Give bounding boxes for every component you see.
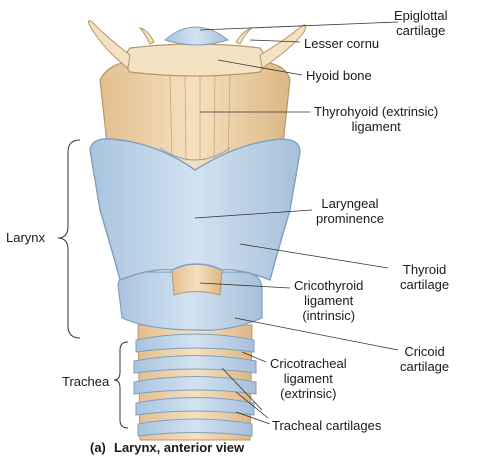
label-line: ligament: [314, 119, 438, 134]
region-trachea: Trachea: [62, 374, 109, 389]
label-line: Lesser cornu: [304, 36, 379, 51]
label-line: prominence: [316, 211, 384, 226]
label-cricotracheal-ligament: Cricotracheal ligament (extrinsic): [270, 356, 347, 401]
caption-panel: (a): [90, 440, 106, 455]
hyoid-greater-horn-right: [260, 25, 306, 68]
label-line: Cricotracheal: [270, 356, 347, 371]
label-line: Thyrohyoid (extrinsic): [314, 104, 438, 119]
hyoid-body: [125, 44, 265, 76]
label-cricoid-cartilage: Cricoid cartilage: [400, 344, 449, 374]
caption-text: Larynx, anterior view: [114, 440, 244, 455]
hyoid-greater-horn-left: [88, 21, 130, 68]
label-line: ligament: [270, 371, 347, 386]
label-line: Thyroid: [400, 262, 449, 277]
lesser-cornu-left: [140, 28, 154, 44]
label-line: Epiglottal: [394, 8, 447, 23]
label-line: Tracheal cartilages: [272, 418, 381, 433]
region-larynx: Larynx: [6, 230, 45, 245]
label-thyroid-cartilage: Thyroid cartilage: [400, 262, 449, 292]
lesser-cornu-right: [236, 28, 252, 44]
label-epiglottal-cartilage: Epiglottal cartilage: [394, 8, 447, 38]
label-cricothyroid-ligament: Cricothyroid ligament (intrinsic): [294, 278, 363, 323]
larynx-bracket: [58, 140, 80, 338]
label-line: Cricoid: [400, 344, 449, 359]
label-line: cartilage: [400, 277, 449, 292]
label-line: (extrinsic): [270, 386, 347, 401]
label-line: cartilage: [394, 23, 447, 38]
trachea-bracket: [114, 342, 128, 428]
label-lesser-cornu: Lesser cornu: [304, 36, 379, 51]
label-line: ligament: [294, 293, 363, 308]
label-line: cartilage: [400, 359, 449, 374]
label-tracheal-cartilages: Tracheal cartilages: [272, 418, 381, 433]
label-line: (intrinsic): [294, 308, 363, 323]
epiglottis: [165, 27, 228, 45]
figure-caption: (a) Larynx, anterior view: [90, 440, 106, 455]
label-laryngeal-prominence: Laryngeal prominence: [316, 196, 384, 226]
label-thyrohyoid-ligament: Thyrohyoid (extrinsic) ligament: [314, 104, 438, 134]
label-hyoid-bone: Hyoid bone: [306, 68, 372, 83]
label-line: Laryngeal: [316, 196, 384, 211]
label-line: Cricothyroid: [294, 278, 363, 293]
label-line: Hyoid bone: [306, 68, 372, 83]
